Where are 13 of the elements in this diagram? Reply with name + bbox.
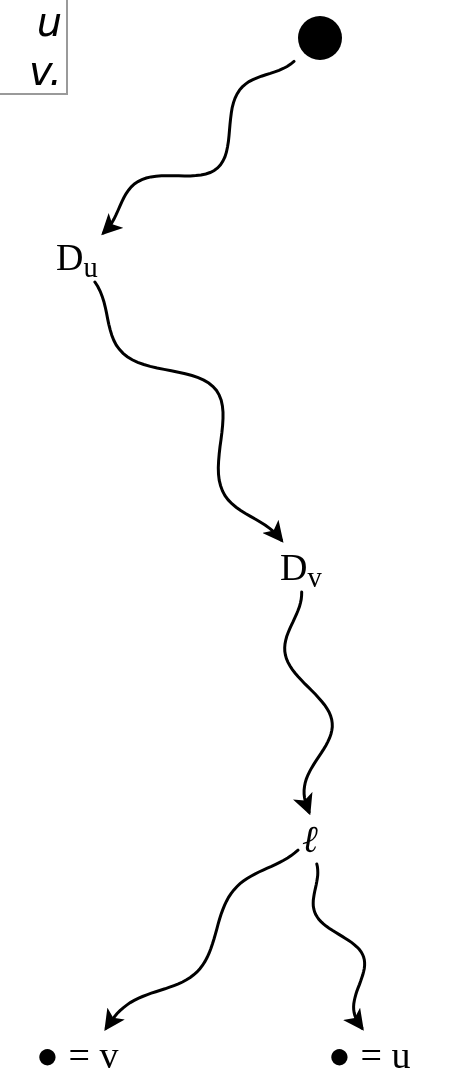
text-frame xyxy=(0,0,68,95)
wavy-arrow xyxy=(104,848,300,1031)
wavy-arrow xyxy=(101,59,296,236)
math-text: u xyxy=(36,0,62,44)
math-label: ℓ xyxy=(302,818,318,860)
math-label: ● = u xyxy=(328,1034,411,1076)
math-label: ● = v xyxy=(36,1034,119,1076)
math-text: v. xyxy=(28,49,62,93)
wavy-arrow xyxy=(311,862,367,1031)
math-label: D$_{v}$ xyxy=(280,546,322,588)
math-label: D$_{u}$ xyxy=(56,236,98,278)
wavy-arrow xyxy=(93,280,284,543)
wavy-arrow xyxy=(283,590,334,816)
